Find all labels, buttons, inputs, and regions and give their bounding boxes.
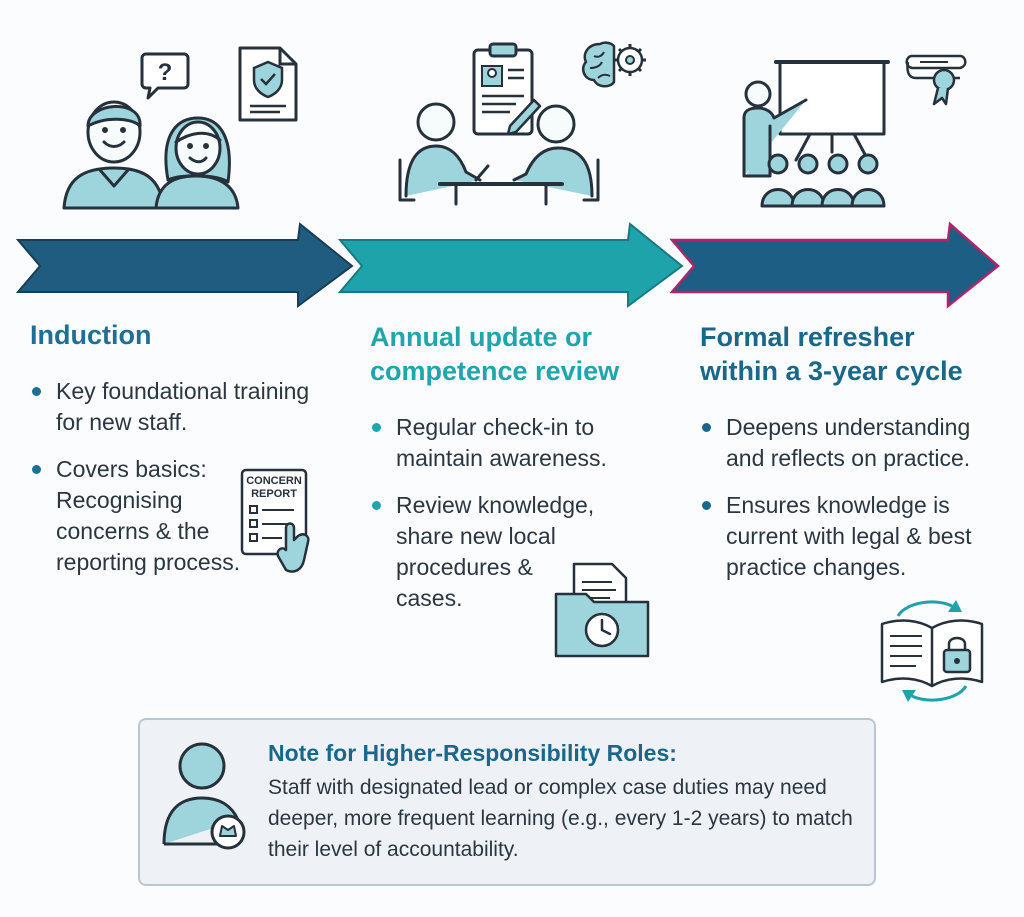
arrow-stage-2 <box>337 222 684 308</box>
concern-report-label-1: CONCERN <box>246 475 302 487</box>
shield-document-icon <box>238 46 298 122</box>
note-title: Note for Higher-Responsibility Roles: <box>268 740 677 766</box>
book-lock-cycle-icon <box>880 600 984 702</box>
list-item: Covers basics: Recognising concerns & th… <box>30 454 246 578</box>
list-item: Key foundational training for new staff. <box>30 376 320 438</box>
timeline-arrows <box>15 221 1000 309</box>
person-badge-icon <box>162 742 246 850</box>
stage-2-title: Annual update or competence review <box>370 322 620 386</box>
stage-3-title: Formal refresher within a 3-year cycle <box>700 322 963 386</box>
arrow-stage-1 <box>15 222 354 308</box>
note-box <box>138 718 876 886</box>
concern-report-label-2: REPORT <box>251 488 297 500</box>
list-item: Deepens understanding and reflects on pr… <box>700 412 976 474</box>
list-item: Review knowledge, share new local proced… <box>370 490 596 614</box>
list-item: Ensures knowledge is current with legal … <box>700 490 996 583</box>
svg-text:?: ? <box>158 59 173 86</box>
concern-report-form-icon: CONCERN REPORT <box>240 468 310 573</box>
folder-clock-icon <box>554 562 650 658</box>
staff-pair-icon <box>62 100 240 210</box>
clipboard-profile-icon <box>472 42 542 136</box>
stage-1-bullets: Key foundational training for new staff.… <box>30 376 320 594</box>
stage-3-bullets: Deepens understanding and reflects on pr… <box>700 412 990 599</box>
question-bubble-icon: ? <box>140 52 190 100</box>
certificate-scroll-icon <box>905 54 967 106</box>
stage-1-title: Induction <box>30 320 152 350</box>
presentation-audience-icon <box>742 60 890 208</box>
note-body: Staff with designated lead or complex ca… <box>268 776 853 861</box>
arrow-stage-3 <box>669 221 1000 309</box>
review-meeting-icon <box>398 102 600 206</box>
list-item: Regular check-in to maintain awareness. <box>370 412 650 474</box>
stage-2-bullets: Regular check-in to maintain awareness. … <box>370 412 650 630</box>
brain-gear-icon <box>582 41 646 88</box>
